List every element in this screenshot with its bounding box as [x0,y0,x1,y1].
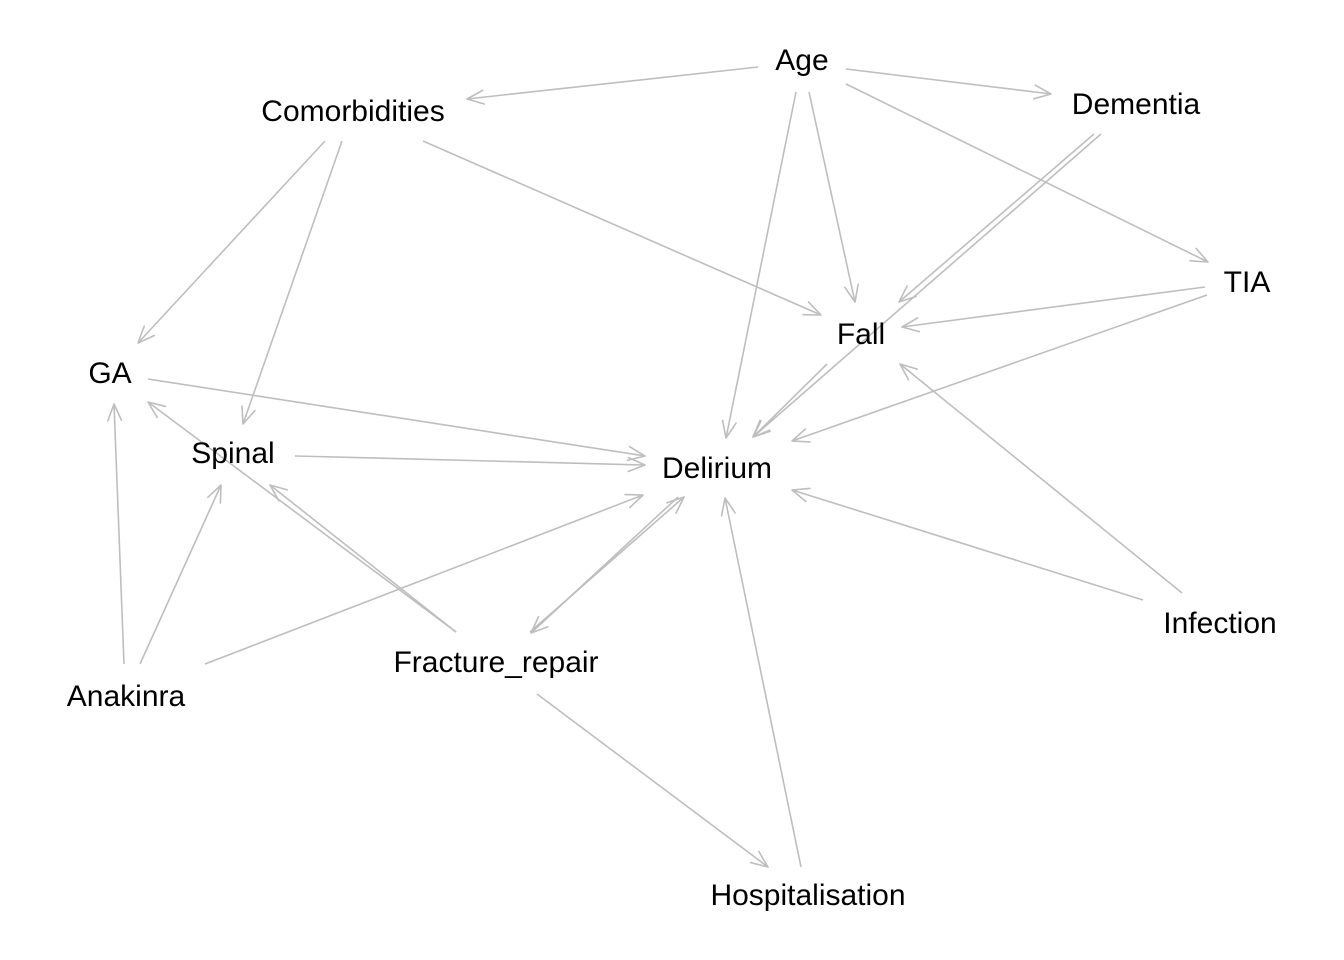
edge-line [147,401,457,633]
edge-line [752,133,1102,438]
edge-line [137,140,326,344]
edge-line [752,363,828,438]
edge-hospitalisation-to-delirium [720,497,802,868]
edge-line [269,484,457,633]
edge-infection-to-delirium [791,487,1144,601]
edge-comorbidities-to-spinal [241,140,343,425]
arrowhead [530,615,549,634]
arrowhead [627,456,646,473]
edge-dementia-to-fall [898,133,1095,303]
edge-line [204,494,644,665]
edge-infection-to-fall [899,363,1183,594]
edge-age-to-fall [808,91,859,303]
arrowhead [752,419,771,438]
edge-line [901,286,1206,328]
arrowhead [898,285,917,303]
arrowhead [749,850,769,868]
node-age: Age [775,44,828,77]
edge-line [725,91,797,439]
arrowhead [802,301,822,316]
edge-comorbidities-to-fall [422,140,822,316]
arrowhead [624,493,644,509]
arrowhead [1189,247,1209,263]
arrowhead [721,419,737,439]
arrowhead [137,325,156,344]
edge-line [139,484,222,665]
edge-line [466,66,759,100]
edge-line [899,363,1183,594]
edge-line [898,133,1095,303]
node-comorbidities: Comorbidities [261,95,444,128]
edge-ga-to-delirium [147,378,646,462]
arrowhead [466,89,486,105]
arrowhead [269,484,289,502]
edge-line [791,489,1144,601]
arrowhead [1032,84,1052,100]
edge-spinal-to-delirium [294,455,646,473]
edge-line [724,497,802,868]
node-fall: Fall [837,318,885,351]
edge-tia-to-delirium [791,294,1208,443]
edge-age-to-delirium [721,91,797,439]
edge-fracture_repair-to-hospitalisation [536,693,769,868]
node-anakinra: Anakinra [67,680,186,713]
edge-comorbidities-to-ga [137,140,326,344]
edge-line [530,496,679,634]
edge-fracture_repair-to-spinal [269,484,457,633]
edge-anakinra-to-spinal [139,484,222,665]
node-delirium: Delirium [662,452,772,485]
edge-line [845,83,1209,263]
node-infection: Infection [1163,607,1276,640]
edge-layer [106,66,1209,868]
edge-line [422,140,822,316]
node-hospitalisation: Hospitalisation [710,879,905,912]
arrowhead [843,283,859,303]
edge-fall-to-delirium [752,363,828,438]
edge-line [536,693,769,868]
arrowhead [106,403,123,422]
arrowhead [241,405,256,425]
arrowhead [899,363,919,381]
edge-line [242,140,343,425]
edge-fracture_repair-to-ga [147,401,457,633]
edge-line [845,68,1052,95]
arrowhead [207,484,222,504]
edge-line [791,294,1208,442]
arrowhead [666,496,685,514]
edge-line [808,91,856,303]
arrowhead [901,317,921,333]
edge-delirium-to-fracture_repair [530,496,679,634]
edge-age-to-comorbidities [466,66,759,105]
node-dementia: Dementia [1072,88,1201,121]
edge-line [113,403,125,665]
edge-anakinra-to-delirium [204,493,644,665]
edge-age-to-dementia [845,68,1052,100]
edge-age-to-tia [845,83,1209,263]
arrowhead [791,487,811,503]
node-tia: TIA [1224,266,1271,299]
arrowhead [720,497,736,517]
node-spinal: Spinal [191,437,274,470]
arrowhead [626,445,646,462]
node-fracture-repair: Fracture_repair [393,646,598,679]
edge-line [294,455,646,466]
edge-tia-to-fall [901,286,1206,333]
edge-anakinra-to-ga [106,403,125,665]
arrowhead [791,428,811,443]
node-ga: GA [88,357,131,390]
edge-line [147,378,646,457]
edge-dementia-to-delirium [752,133,1102,438]
arrowhead [147,401,167,419]
